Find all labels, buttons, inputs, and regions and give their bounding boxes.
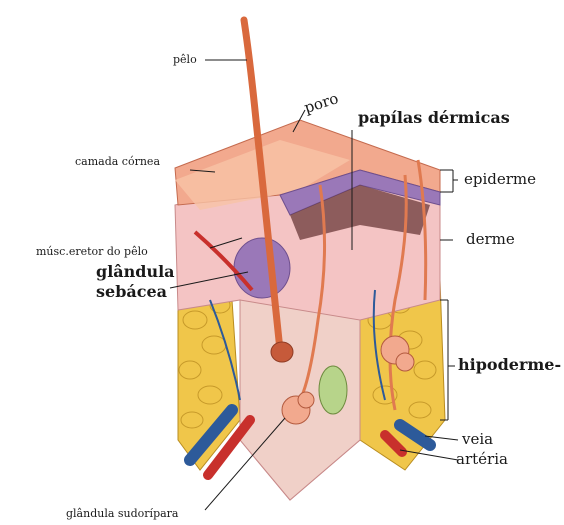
label-sebaceous: sebácea <box>96 284 167 300</box>
nerve-corpuscle <box>319 366 347 414</box>
label-hair: pêlo <box>173 54 197 65</box>
label-sweat-gland: glândula sudorípara <box>66 508 179 519</box>
label-artery: artéria <box>456 452 508 467</box>
label-hypodermis: hipoderme- <box>458 357 561 373</box>
label-dermis: derme <box>466 232 515 247</box>
label-dermal-papillae: papílas dérmicas <box>358 110 510 126</box>
sebaceous-gland <box>234 238 290 298</box>
label-gland: glândula <box>96 264 175 280</box>
label-vein: veia <box>462 432 493 447</box>
hair-bulb <box>271 342 293 362</box>
label-erector-muscle: músc.eretor do pêlo <box>36 246 148 257</box>
label-stratum-corneum: camada córnea <box>75 156 160 167</box>
label-epidermis: epiderme <box>464 172 536 187</box>
